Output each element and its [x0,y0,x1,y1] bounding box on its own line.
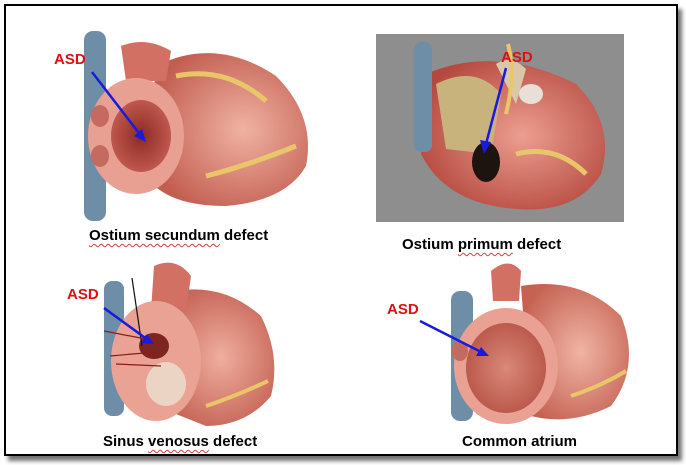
asd-arrow [371,256,671,431]
panel-ostium-secundum: ASD Ostium secundum defect [6,6,341,236]
caption-ostium-primum: Ostium primum defect [402,236,561,253]
panel-sinus-venosus: ASD [6,256,341,451]
caption-ostium-secundum: Ostium secundum defect [89,227,268,244]
slide-frame: ASD Ostium secundum defect ASD [4,4,678,456]
asd-arrow [6,256,341,451]
panel-common-atrium: ASD [371,256,671,431]
caption-sinus-venosus: Sinus venosus defect [103,433,257,450]
panel-ostium-primum: ASD [376,34,626,224]
asd-arrow [376,34,624,222]
asd-arrow [6,6,341,236]
caption-common-atrium: Common atrium [462,433,577,450]
